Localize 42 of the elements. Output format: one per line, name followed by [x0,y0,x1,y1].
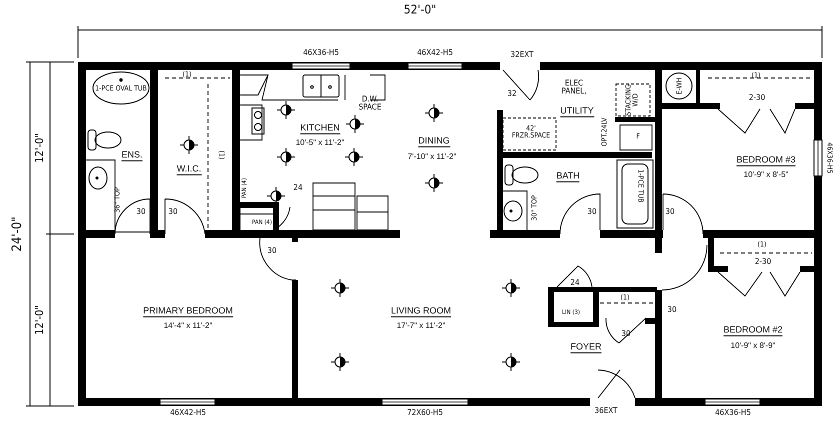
room-name: UTILITY [560,106,594,118]
room-size: 10'-5" x 11'-2" [296,138,344,148]
door-size-label: 36EXT [594,406,618,416]
room-size: 7'-10" x 11'-2" [408,152,456,162]
window-size-label: 46X36-H5 [715,408,751,418]
door-size-label: 30 [665,208,675,216]
door-size-label: 30 [621,330,631,338]
room-size: 10'-9" x 8'-5" [744,170,788,180]
door-size-label: 32 [507,90,517,98]
room-name: BEDROOM #3 [736,155,796,167]
door-size-label: 30 [587,208,597,216]
window-size-label: 46X42-H5 [170,408,206,418]
room-name: FOYER [570,342,602,354]
dimension-text: 12'-0" [34,133,46,163]
door-size-label: 30 [136,208,146,216]
door-size-label: 2-30 [754,258,772,266]
window-size-label: 72X60-H5 [407,408,443,418]
door-size-label: 30 [168,208,178,216]
door-size-label: 30 [267,246,277,256]
room-name: DINING [418,136,450,148]
room-name: LIVING ROOM [391,306,451,318]
room-name: KITCHEN [300,123,340,135]
dimension-text: 52'-0" [404,4,436,16]
room-name: ENS. [122,150,142,162]
room-size: 10'-9" x 8'-9" [730,342,776,350]
room-name: PRIMARY BEDROOM [143,306,233,318]
fixture-label: ELEC PANEL, [560,80,588,96]
door-size-label: 32EXT [510,50,534,60]
room-name: W.I.C. [176,164,202,176]
door-size-label: 24 [570,278,580,288]
window-size-label: 46X42-H5 [417,48,453,58]
fixture-label: D.W. SPACE [358,96,382,112]
room-size: 14'-4" x 11'-2" [164,322,212,330]
door-size-label: 30 [667,306,677,314]
door-size-label: 24 [293,184,303,192]
door-size-label: 2-30 [748,94,766,102]
room-name: BEDROOM #2 [724,325,782,337]
dimension-text: 12'-0" [34,305,46,335]
room-size: 17'-7" x 11'-2" [396,322,446,330]
dimension-text: 24'-0" [11,216,25,252]
window-size-label: 46X36-H5 [303,48,339,58]
room-name: BATH [556,171,580,183]
